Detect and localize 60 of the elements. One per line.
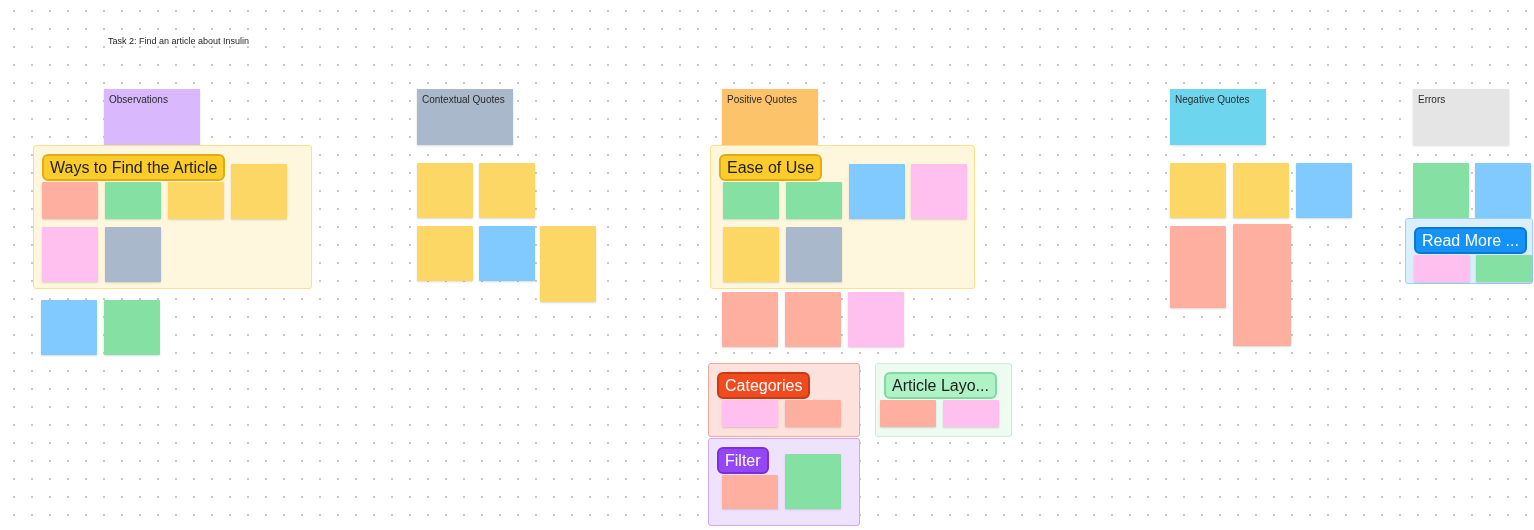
sticky-note — [880, 400, 936, 427]
header-text: Contextual Quotes — [422, 93, 506, 106]
sticky-note — [1233, 224, 1291, 346]
header-text: Observations — [109, 93, 169, 106]
sticky-note — [848, 292, 904, 347]
sticky-note — [168, 182, 224, 219]
sticky-note — [41, 300, 97, 355]
section-frame — [1405, 218, 1533, 284]
category-header-note — [104, 89, 200, 145]
section-label: Filter — [717, 447, 769, 474]
header-text: Errors — [1418, 93, 1447, 106]
category-header-note — [1170, 89, 1266, 145]
sticky-note — [479, 226, 535, 281]
category-header-note — [417, 89, 513, 145]
header-text: Negative Quotes — [1175, 93, 1251, 106]
section-label: Read More ... — [1414, 227, 1527, 254]
sticky-note — [849, 164, 905, 219]
sticky-note — [231, 164, 287, 219]
sticky-note — [417, 226, 473, 281]
section-frame — [708, 363, 860, 437]
sticky-note — [1476, 255, 1532, 282]
sticky-note — [723, 227, 779, 282]
sticky-note — [722, 475, 778, 509]
sticky-note — [943, 400, 999, 427]
sticky-note — [786, 227, 842, 282]
category-header-note — [722, 89, 818, 145]
sticky-note — [785, 454, 841, 509]
section-frame — [710, 145, 975, 289]
sticky-note — [785, 292, 841, 347]
sticky-note — [105, 182, 161, 219]
sticky-note — [104, 300, 160, 355]
sticky-note — [1233, 163, 1289, 218]
section-label: Ways to Find the Article — [42, 154, 226, 181]
sticky-note — [911, 164, 967, 219]
sticky-note — [786, 182, 842, 219]
sticky-note — [723, 182, 779, 219]
sticky-note — [1414, 255, 1470, 282]
header-text: Positive Quotes — [727, 93, 799, 106]
sticky-note — [1170, 226, 1226, 308]
section-frame — [33, 145, 312, 289]
sticky-note — [105, 227, 161, 282]
sticky-note — [722, 400, 778, 427]
sticky-note — [785, 400, 841, 427]
sticky-note — [417, 163, 473, 218]
sticky-note — [1170, 163, 1226, 218]
section-frame — [708, 438, 860, 526]
section-label: Categories — [717, 372, 811, 399]
sticky-note — [540, 226, 596, 302]
sticky-note — [42, 227, 98, 282]
sticky-note — [1413, 163, 1469, 218]
section-label: Article Layo... — [884, 372, 997, 399]
sticky-note — [1475, 163, 1531, 218]
section-label: Ease of Use — [719, 154, 823, 181]
task-title: Task 2: Find an article about Insulin — [108, 35, 250, 48]
sticky-note — [722, 292, 778, 347]
category-header-note — [1413, 89, 1509, 145]
sticky-note — [1296, 163, 1352, 218]
sticky-note — [42, 182, 98, 219]
sticky-note — [479, 163, 535, 218]
section-frame — [875, 363, 1012, 437]
